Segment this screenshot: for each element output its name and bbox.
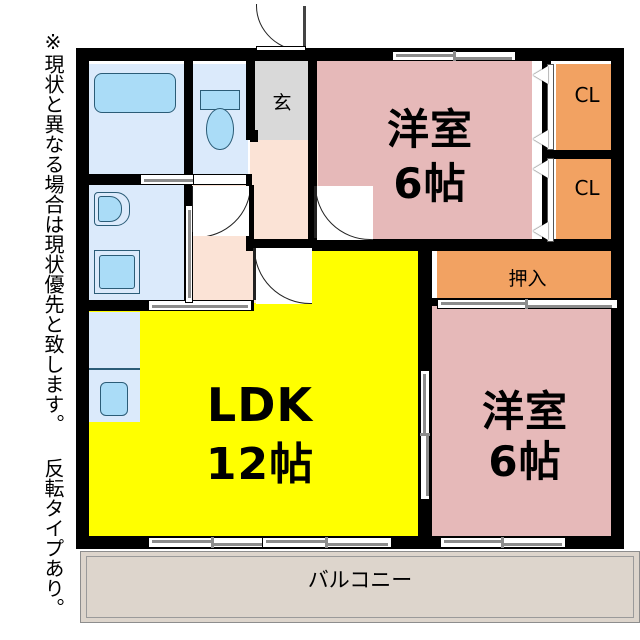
balcony-door-ldk-left-bar-a: [152, 540, 212, 543]
wall-outer-left: [76, 48, 89, 548]
wall-corridor-right: [246, 185, 254, 251]
room-top-name-label: 洋室: [386, 105, 473, 154]
balcony-door-ldk-left-mullion: [211, 537, 214, 548]
room-bottom-size-label: 6帖: [488, 437, 562, 486]
toilet-door-swing: [193, 186, 249, 236]
window-room-top-bar-a: [396, 54, 454, 57]
cl-lower-door-panel[interactable]: [547, 158, 554, 242]
washroom-corridor-partition-bar: [188, 210, 191, 298]
entrance-door-swing: [256, 4, 306, 50]
toilet-tank-icon: [200, 90, 240, 110]
toilet-bowl-icon: [206, 108, 234, 150]
room-top-door-leaf[interactable]: [314, 186, 317, 238]
kitchen-counter-divider: [88, 368, 140, 370]
wall-room-top-bottom: [310, 239, 618, 251]
room-top-door-swing: [317, 186, 373, 240]
sliding-door-bar-a: [423, 374, 426, 434]
cl-upper-door-panel[interactable]: [547, 64, 554, 150]
closet-cl-lower: [556, 158, 618, 242]
closet-cl-upper: [556, 64, 618, 150]
ldk-door-leaf[interactable]: [253, 248, 256, 300]
toilet-door-header: [193, 174, 247, 185]
window-room-top-bar-b: [456, 57, 512, 60]
wall-cl-left: [542, 60, 551, 150]
oshiire-door-bar-a: [441, 302, 525, 305]
genkan-label: 玄: [272, 92, 292, 114]
genkan-area: [254, 60, 310, 140]
wall-toilet-genkan-divider: [246, 60, 255, 140]
sliding-door-bar-b: [426, 436, 429, 496]
washroom-door-bar: [152, 305, 248, 308]
sliding-door-mullion: [420, 433, 430, 436]
room-top-size-label: 6帖: [393, 159, 467, 208]
balcony-label: バルコニー: [307, 568, 413, 592]
balcony-inner-edge: [86, 556, 634, 618]
entrance-door-threshold: [256, 46, 306, 51]
kitchen-sink-icon: [100, 382, 128, 416]
bathtub-icon: [94, 73, 176, 113]
balcony-door-ldk-right-bar-a: [266, 540, 326, 543]
balcony-area: [80, 551, 640, 623]
cl-lower-arrow-bottom: [533, 222, 548, 240]
ldk-door-swing: [256, 248, 312, 304]
balcony-door-room-bottom-bar-b: [504, 543, 562, 546]
balcony-door-room-bottom-mullion: [501, 537, 504, 548]
ldk-name-label: LDK: [206, 378, 314, 432]
oshiire-sliding-doors[interactable]: [437, 299, 618, 309]
ldk-size-label: 12帖: [205, 439, 315, 490]
washing-machine-drum-icon: [99, 255, 135, 289]
cl-upper-arrow-top: [533, 66, 548, 84]
balcony-door-ldk-right-bar-b: [328, 543, 388, 546]
cl-lower-arrow-top: [533, 160, 548, 178]
room-fill-washitsu-bottom: [432, 305, 618, 549]
bathroom-door-bar: [144, 179, 208, 182]
closet-oshiire-label: 押入: [508, 268, 547, 290]
oshiire-door-bar-b: [528, 305, 612, 308]
balcony-door-ldk-left-bar-b: [214, 543, 274, 546]
closet-cl-lower-label: CL: [574, 176, 600, 200]
wall-bath-toilet-divider: [184, 60, 193, 175]
wall-room-top-left: [308, 48, 317, 240]
wall-cl-left-lower: [542, 158, 551, 242]
balcony-door-ldk-right-mullion: [325, 537, 328, 548]
balcony-door-room-bottom-bar-a: [444, 540, 502, 543]
oshiire-door-mullion: [525, 299, 528, 309]
disclaimer-note: ※現状と異なる場合は現状優先と致します。 反転タイプあり。: [41, 30, 65, 618]
cl-upper-arrow-bottom: [533, 130, 548, 148]
wall-corridor-ldk: [250, 239, 320, 250]
window-room-top-mullion: [453, 51, 456, 61]
washbasin-bowl-icon: [98, 196, 122, 222]
closet-oshiire: [437, 250, 618, 300]
room-bottom-name-label: 洋室: [481, 387, 568, 436]
wall-cl-divider: [542, 150, 618, 159]
closet-cl-upper-label: CL: [574, 83, 600, 107]
